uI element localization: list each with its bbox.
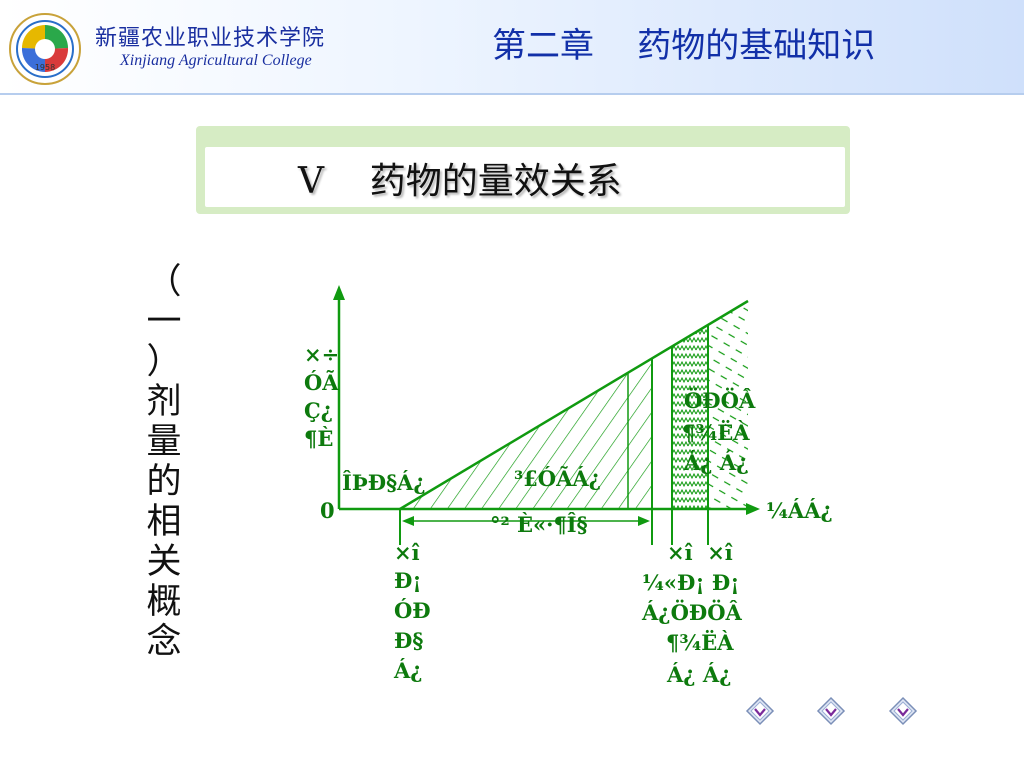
- nav-next-button[interactable]: [888, 696, 918, 726]
- diamond-arrow-icon: [745, 696, 775, 726]
- chapter-title: 第二章 药物的基础知识: [492, 26, 876, 66]
- toxic-label-line: ÖÐÖÂ: [684, 388, 756, 413]
- min-effective-label-line: ÓÐ: [394, 598, 431, 623]
- max-label-line: Á¿ Á¿: [666, 662, 732, 687]
- y-axis-label-line: ÓÃ: [304, 370, 339, 395]
- college-emblem-icon: 1958: [9, 13, 81, 85]
- min-effective-label-line: Ð¡: [394, 568, 422, 593]
- college-name-chinese: 新疆农业职业技术学院: [95, 26, 326, 51]
- diagram-labels: 0 ×÷ ÓÃ Ç¿ ¶È ¼ÁÁ¿ ÎÞÐ§Á¿ ³£ÓÃÁ¿ ÖÐÖÂ ¶¾…: [304, 342, 833, 687]
- toxic-label-line: ¶¾ËÀ: [682, 420, 750, 445]
- min-effective-label-line: Á¿: [393, 658, 423, 683]
- safety-range-arrow-left: [402, 516, 414, 526]
- toxic-label-line: Á¿ Á¿: [683, 450, 749, 475]
- side-title-char: 剂: [146, 382, 182, 422]
- logo-year: 1958: [35, 63, 55, 72]
- side-title-char: 概: [146, 582, 182, 622]
- min-effective-label-line: ×î: [394, 540, 420, 565]
- x-axis-arrow: [746, 503, 760, 515]
- side-title-char: 相: [146, 502, 182, 542]
- y-axis-label-line: ×÷: [304, 342, 339, 367]
- x-axis-label: ¼ÁÁ¿: [766, 498, 833, 523]
- side-title-char: ）: [146, 342, 182, 382]
- max-label-line: ¶¾ËÀ: [666, 630, 734, 655]
- side-title: （ 一 ） 剂 量 的 相 关 概 念: [142, 262, 186, 662]
- min-effective-label-line: Ð§: [394, 628, 423, 653]
- origin-label: 0: [320, 498, 335, 523]
- diagram-lines: [333, 285, 760, 545]
- y-axis-label-line: Ç¿: [304, 398, 333, 423]
- safety-range-label: °² È«·¶Î§: [490, 512, 588, 537]
- nav-prev-button[interactable]: [745, 696, 775, 726]
- safety-range-arrow-right: [638, 516, 650, 526]
- college-name-english: Xinjiang Agricultural College: [120, 52, 312, 69]
- therapeutic-label: ³£ÓÃÁ¿: [514, 466, 601, 491]
- diamond-arrow-icon: [816, 696, 846, 726]
- side-title-char: 关: [146, 542, 182, 582]
- side-title-char: 量: [146, 422, 182, 462]
- side-title-char: 的: [146, 462, 182, 502]
- max-label-line: Á¿ÖÐÖÂ: [641, 600, 743, 625]
- y-axis-arrow: [333, 285, 345, 300]
- nav-home-button[interactable]: [816, 696, 846, 726]
- threshold-label: ÎÞÐ§Á¿: [342, 470, 426, 495]
- diamond-arrow-icon: [888, 696, 918, 726]
- max-label-line: ×î ×î: [667, 540, 733, 565]
- slide-header: 1958 新疆农业职业技术学院 Xinjiang Agricultural Co…: [0, 0, 1024, 95]
- dose-response-line: [399, 299, 749, 511]
- max-label-line: ¼«Ð¡ Ð¡: [642, 570, 739, 595]
- section-banner: [205, 147, 845, 207]
- side-title-char: 念: [146, 622, 182, 662]
- side-title-char: 一: [146, 302, 182, 342]
- side-title-char: （: [146, 262, 182, 302]
- y-axis-label-line: ¶È: [304, 426, 333, 451]
- section-title: V 药物的量效关系: [298, 161, 622, 202]
